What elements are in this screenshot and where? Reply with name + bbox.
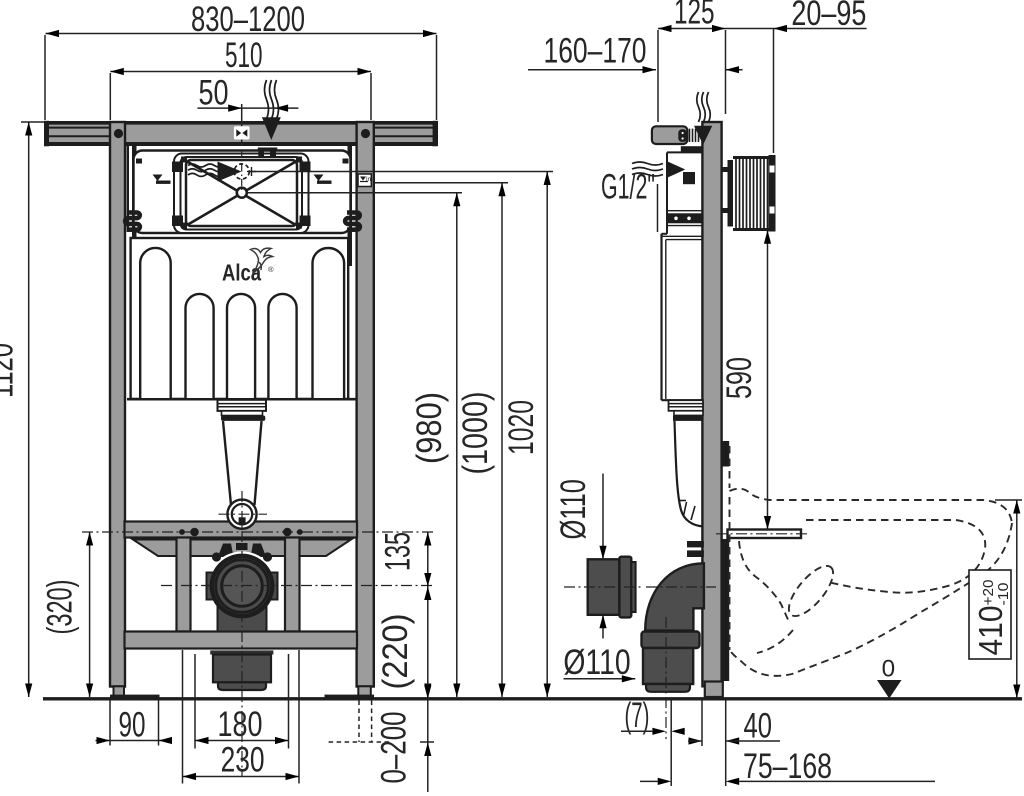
svg-text:Ø110: Ø110 (554, 479, 593, 540)
svg-text:510: 510 (225, 36, 263, 75)
svg-text:90: 90 (119, 706, 146, 745)
svg-text:0: 0 (882, 655, 896, 682)
svg-text:180: 180 (218, 705, 263, 744)
svg-text:410: 410 (972, 606, 1009, 656)
svg-text:In: In (366, 177, 371, 183)
svg-text:(980): (980) (410, 392, 449, 464)
svg-text:40: 40 (744, 707, 773, 746)
svg-text:(220): (220) (376, 614, 415, 690)
svg-text:Ø110: Ø110 (563, 643, 630, 682)
svg-text:830–1200: 830–1200 (191, 0, 305, 39)
svg-text:160–170: 160–170 (544, 32, 647, 71)
svg-text:20–95: 20–95 (791, 0, 866, 33)
svg-text:0–200: 0–200 (375, 712, 414, 784)
svg-text:125: 125 (674, 0, 715, 32)
svg-text:G1/2": G1/2" (601, 168, 655, 207)
svg-text:230: 230 (221, 741, 265, 780)
svg-text:1020: 1020 (502, 400, 541, 455)
svg-text:+20: +20 (980, 580, 997, 606)
svg-text:75–168: 75–168 (743, 747, 832, 786)
svg-text:(1000): (1000) (456, 392, 495, 475)
svg-text:-10: -10 (995, 583, 1012, 606)
svg-text:Alca: Alca (222, 260, 261, 286)
svg-text:(7): (7) (625, 696, 650, 735)
svg-text:50: 50 (199, 73, 229, 112)
svg-text:590: 590 (720, 357, 759, 399)
svg-text:1120: 1120 (0, 343, 20, 398)
svg-text:(320): (320) (41, 580, 80, 635)
svg-text:®: ® (268, 265, 274, 274)
svg-text:135: 135 (379, 532, 418, 571)
